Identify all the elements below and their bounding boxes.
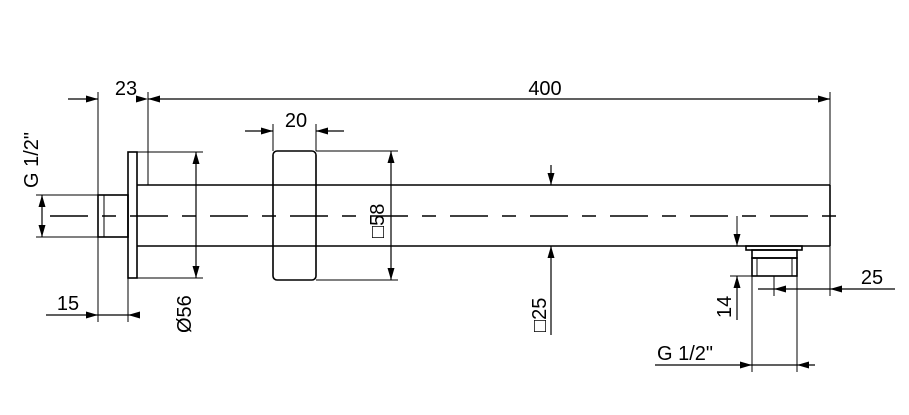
- svg-text:Ø56: Ø56: [174, 295, 196, 333]
- dim-flange-thickness: 23: [68, 78, 148, 195]
- dim-length: 400: [147, 78, 831, 185]
- dim-arm-square-label: 25: [529, 298, 551, 320]
- dim-flange-diameter: Ø56: [137, 151, 203, 333]
- svg-text:□25: □25: [529, 298, 551, 332]
- square-symbol: □: [529, 320, 551, 332]
- dim-length-label: 400: [528, 78, 561, 100]
- wall-flange: [127, 151, 138, 279]
- outlet-fitting: [745, 245, 803, 277]
- shower-arm-part: [50, 150, 848, 281]
- dim-outlet-height-label: 14: [714, 296, 736, 318]
- dim-outlet-thread: G 1/2": [655, 276, 815, 372]
- diameter-symbol: Ø: [174, 317, 196, 333]
- dim-outlet-offset-label: 25: [861, 267, 883, 289]
- svg-text:□58: □58: [367, 204, 389, 238]
- dim-outlet-height: 14: [714, 216, 752, 320]
- dim-arm-square: □25: [529, 165, 555, 335]
- dim-collar-width: 20: [245, 110, 344, 151]
- dim-thread-length-label: 15: [57, 293, 79, 315]
- dim-collar-square-label: 58: [367, 204, 389, 226]
- dim-collar-square: □58: [316, 150, 398, 281]
- dim-flange-thickness-label: 23: [115, 78, 137, 100]
- dim-flange-diameter-label: 56: [174, 295, 196, 317]
- dim-outlet-offset: 25: [758, 246, 895, 296]
- dim-collar-width-label: 20: [285, 110, 307, 132]
- dim-inlet-thread: G 1/2": [21, 132, 98, 238]
- dim-thread-length: 15: [46, 237, 140, 322]
- square-symbol: □: [367, 226, 389, 238]
- dim-outlet-thread-label: G 1/2": [657, 343, 713, 365]
- dim-inlet-thread-label: G 1/2": [21, 132, 43, 188]
